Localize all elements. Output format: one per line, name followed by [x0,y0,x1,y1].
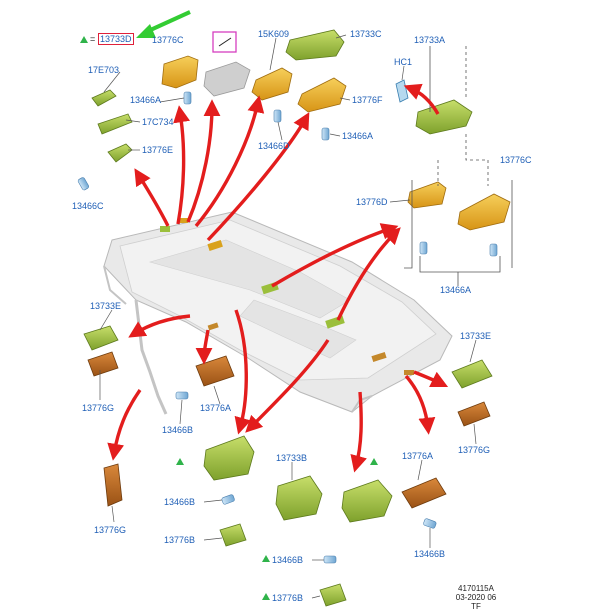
marker-triangle-icon [370,458,378,465]
callout-13776B-cl: 13776B [164,535,196,545]
legend-marker-icon [80,36,88,43]
callout-13466B-cl: 13466B [164,497,196,507]
callout-13733A: 13733A [414,35,446,45]
arrow-to-13733E-right [413,370,449,388]
marker-triangle-icon [176,458,184,465]
lamp-13776G-bottom [103,463,123,507]
arrow-to-15K609 [194,95,265,228]
callout-13776A-right: 13776A [402,451,434,461]
callout-13466B-left: 13466B [162,425,194,435]
callout-13776B-bottom: 13776B [272,593,304,603]
callout-13776G-right: 13776G [458,445,491,455]
callout-13776C-top: 13776C [152,35,184,45]
callout-13776G-bottom: 13776G [94,525,127,535]
bracket-17E703 [91,89,117,107]
leader-lines [99,34,477,599]
lamp-13776A-right [401,477,447,509]
arrow-to-13776A-right [404,374,436,435]
callout-15K609: 15K609 [258,29,290,39]
headliner-panel [103,211,453,415]
legend-equals: = [90,34,96,44]
callout-17C734: 17C734 [142,117,174,127]
bulb-13466A-mid [321,127,330,141]
callout-13776C-right: 13776C [500,155,532,165]
arrow-to-13776C-top [173,105,190,225]
bezel-13733E-left [83,325,119,351]
lamp-13776G-right [457,401,491,427]
arrow-to-detail [271,223,399,288]
callout-13733C: 13733C [350,29,382,39]
red-arrows [107,83,449,473]
bulb-13466A-right-2 [489,243,498,257]
lamp-13776B-bottom [319,583,347,607]
arrow-to-13776E [134,168,170,227]
callout-13466D: 13466D [258,141,290,151]
overhead-console-grey [203,61,251,97]
bulb-13466D [273,109,282,123]
arrow-to-bezel-lower-2 [245,339,330,433]
arrow-to-13733E-left [128,314,191,338]
bulb-13466A-right-1 [419,241,428,255]
console-reference-box [212,31,237,53]
bezel-lower-left [203,435,255,481]
callout-13733E-left: 13733E [90,301,122,311]
lamp-15K609 [251,67,293,101]
bezel-13733E-right [451,359,493,389]
callout-13466A-right: 13466A [440,285,472,295]
marker-triangle-icon [262,593,270,600]
lamp-13776F [297,77,347,113]
arrow-to-13733B [350,391,367,473]
legend-pointer-arrow [136,10,191,38]
bezel-13733B [275,475,323,521]
bulb-13466A-left [183,91,192,105]
callout-13776A-left: 13776A [200,403,232,413]
bezel-13733A [415,99,473,135]
bulb-13466B-left [175,391,189,400]
callout-17E703: 17E703 [88,65,120,75]
lamp-13776A-left [195,355,235,387]
drawing-id: 4170115A [458,584,494,593]
lamp-13776E [107,143,133,163]
callout-13733B: 13733B [276,453,308,463]
callout-13733E-right: 13733E [460,331,492,341]
lamp-13776D [407,181,447,209]
callout-13776F: 13776F [352,95,383,105]
bulb-13466B-bottom [323,555,337,564]
connector-HC1 [395,79,409,103]
arrow-to-13776F [206,112,310,242]
arrow-to-bezel-lower [234,309,251,435]
callout-13776G-left: 13776G [82,403,115,413]
bulb-13466B-cl [221,494,235,505]
lamp-13776G-left [87,351,119,377]
drawing-date: 03-2020 06 [455,593,497,603]
callout-13776E: 13776E [142,145,174,155]
callout-13466A-left: 13466A [130,95,162,105]
bezel-13733B-alt [341,479,393,523]
callout-HC1: HC1 [394,57,413,67]
bulb-13466C [77,177,90,191]
callout-13466A-mid: 13466A [342,131,374,141]
arrow-to-console [186,99,221,223]
drawing-code: TF [471,602,481,612]
bezel-13733C [285,29,345,61]
lamp-13776C-top [161,55,199,89]
callout-13466B-bottom: 13466B [272,555,304,565]
drawing-number-note: 4170115A 03-2020 06 TF [446,584,506,612]
callout-13466C: 13466C [72,201,104,211]
arrow-to-13776G-bottom [107,389,142,461]
arrow-to-HC1 [403,83,440,115]
bulb-13466B-right [423,518,437,529]
lamp-13776B-cl [219,523,247,547]
arrow-to-13776A-left [195,329,213,365]
callout-13776D: 13776D [356,197,388,207]
marker-triangle-icon [262,555,270,562]
callout-13466B-right: 13466B [414,549,446,559]
lamp-13776C-right [457,193,511,231]
legend-part-number: 13733D [98,33,134,45]
bezel-17C734 [97,113,133,135]
arrow-to-detail-2 [336,227,401,321]
